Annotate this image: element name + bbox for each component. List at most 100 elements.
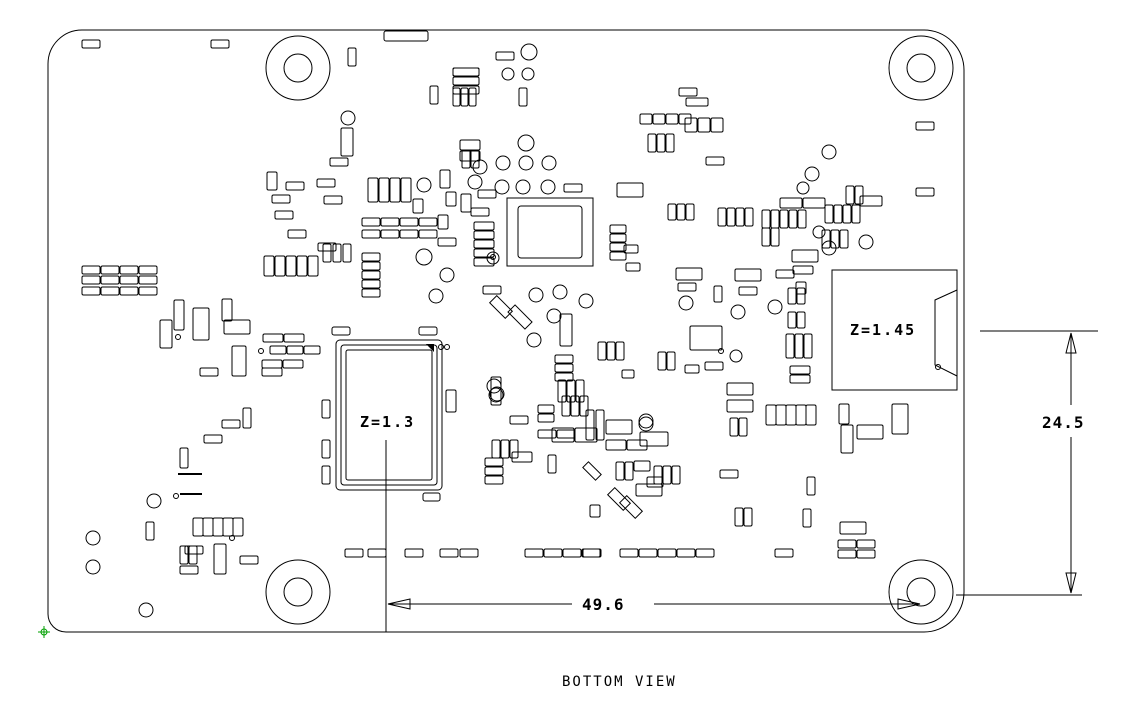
pad-footprint bbox=[347, 47, 357, 67]
pad-footprint bbox=[554, 363, 574, 373]
origin-marker bbox=[38, 626, 50, 638]
test-point bbox=[428, 288, 444, 304]
pad-footprint bbox=[609, 233, 627, 243]
pad-footprint bbox=[179, 565, 199, 575]
pad-footprint bbox=[317, 242, 337, 252]
horizontal-dimension: 49.6 bbox=[385, 440, 921, 632]
test-point bbox=[472, 159, 488, 175]
pad-footprint bbox=[212, 517, 224, 537]
top-edge-tab bbox=[383, 30, 429, 42]
test-point bbox=[486, 378, 502, 394]
pad-footprint bbox=[286, 345, 304, 355]
pad-footprint bbox=[563, 183, 583, 193]
pad-footprint bbox=[625, 262, 641, 272]
pad-footprint bbox=[524, 548, 544, 558]
pad-footprint bbox=[802, 197, 826, 209]
pad-footprint bbox=[710, 117, 724, 133]
test-point bbox=[494, 179, 510, 195]
pad-footprint bbox=[626, 439, 648, 451]
component-footprints bbox=[81, 39, 935, 618]
pad-footprint bbox=[81, 286, 101, 296]
pad-footprint bbox=[543, 548, 563, 558]
pad-footprint bbox=[470, 149, 480, 169]
pad-footprint bbox=[657, 351, 667, 371]
pad-footprint bbox=[361, 270, 381, 280]
pad-footprint bbox=[802, 508, 812, 528]
test-point bbox=[546, 308, 562, 324]
pad-footprint bbox=[232, 517, 244, 537]
pad-footprint bbox=[803, 333, 813, 359]
pad-footprint bbox=[316, 178, 336, 188]
pad-footprint bbox=[554, 372, 574, 382]
pad-footprint bbox=[562, 548, 582, 558]
pad-footprint bbox=[285, 255, 297, 277]
pad-footprint bbox=[785, 404, 797, 426]
pad-footprint bbox=[418, 229, 438, 239]
pad-footprint bbox=[459, 548, 479, 558]
board-outline bbox=[47, 29, 965, 633]
pad-footprint bbox=[788, 209, 798, 229]
pad-footprint bbox=[775, 404, 787, 426]
pad-footprint bbox=[119, 265, 139, 275]
pad-footprint bbox=[726, 382, 754, 396]
pad-footprint bbox=[119, 275, 139, 285]
pad-footprint bbox=[633, 460, 651, 472]
pad-footprint bbox=[676, 548, 696, 558]
pad-footprint bbox=[367, 177, 379, 203]
pad-footprint bbox=[138, 286, 158, 296]
pin-one-marker bbox=[718, 348, 724, 354]
pad-footprint bbox=[744, 207, 754, 227]
test-point bbox=[518, 155, 534, 171]
pad-footprint bbox=[145, 521, 155, 541]
pad-footprint bbox=[100, 275, 120, 285]
pad-footprint bbox=[452, 67, 480, 77]
pad-footprint bbox=[734, 507, 744, 527]
pad-footprint bbox=[470, 207, 490, 217]
pad-footprint bbox=[585, 409, 595, 441]
pad-footprint bbox=[639, 113, 653, 125]
test-point bbox=[730, 304, 746, 320]
pad-footprint bbox=[837, 549, 857, 559]
pad-footprint bbox=[837, 539, 857, 549]
pad-footprint bbox=[399, 217, 419, 227]
pad-footprint bbox=[342, 243, 352, 263]
pad-footprint bbox=[838, 403, 850, 425]
test-point bbox=[521, 67, 535, 81]
pad-footprint bbox=[188, 545, 198, 565]
test-point bbox=[488, 387, 504, 403]
pad-footprint bbox=[210, 39, 230, 49]
pad-footprint bbox=[609, 251, 627, 261]
pad-footprint bbox=[399, 229, 419, 239]
pad-footprint bbox=[713, 285, 723, 303]
pad-footprint bbox=[561, 395, 571, 417]
mounting-hole-bottom-right bbox=[888, 559, 954, 625]
pad-footprint bbox=[477, 189, 497, 199]
pad-footprint bbox=[785, 333, 795, 359]
test-point bbox=[821, 240, 837, 256]
bga-chip bbox=[506, 197, 594, 267]
pad-footprint bbox=[726, 207, 736, 227]
pad-footprint bbox=[779, 209, 789, 229]
pad-footprint bbox=[511, 451, 533, 463]
pad-footprint bbox=[671, 465, 681, 485]
pad-footprint bbox=[677, 282, 697, 292]
pad-footprint bbox=[261, 359, 283, 369]
pad-footprint bbox=[685, 97, 709, 107]
pad-footprint bbox=[179, 545, 189, 565]
pad-footprint bbox=[678, 87, 698, 97]
pad-footprint bbox=[796, 311, 806, 329]
pad-footprint bbox=[805, 404, 817, 426]
pad-footprint bbox=[635, 483, 663, 497]
test-point bbox=[85, 559, 101, 575]
pad-footprint bbox=[806, 476, 816, 496]
vertical-dimension: 24.5 bbox=[956, 330, 1098, 596]
pad-footprint bbox=[509, 439, 519, 459]
pad-footprint bbox=[774, 548, 794, 558]
pad-footprint bbox=[500, 439, 510, 459]
pad-footprint bbox=[839, 521, 867, 535]
pad-footprint bbox=[597, 341, 607, 361]
test-point bbox=[552, 284, 568, 300]
pad-footprint bbox=[624, 461, 634, 481]
test-point bbox=[528, 287, 544, 303]
pad-footprint bbox=[665, 133, 675, 153]
